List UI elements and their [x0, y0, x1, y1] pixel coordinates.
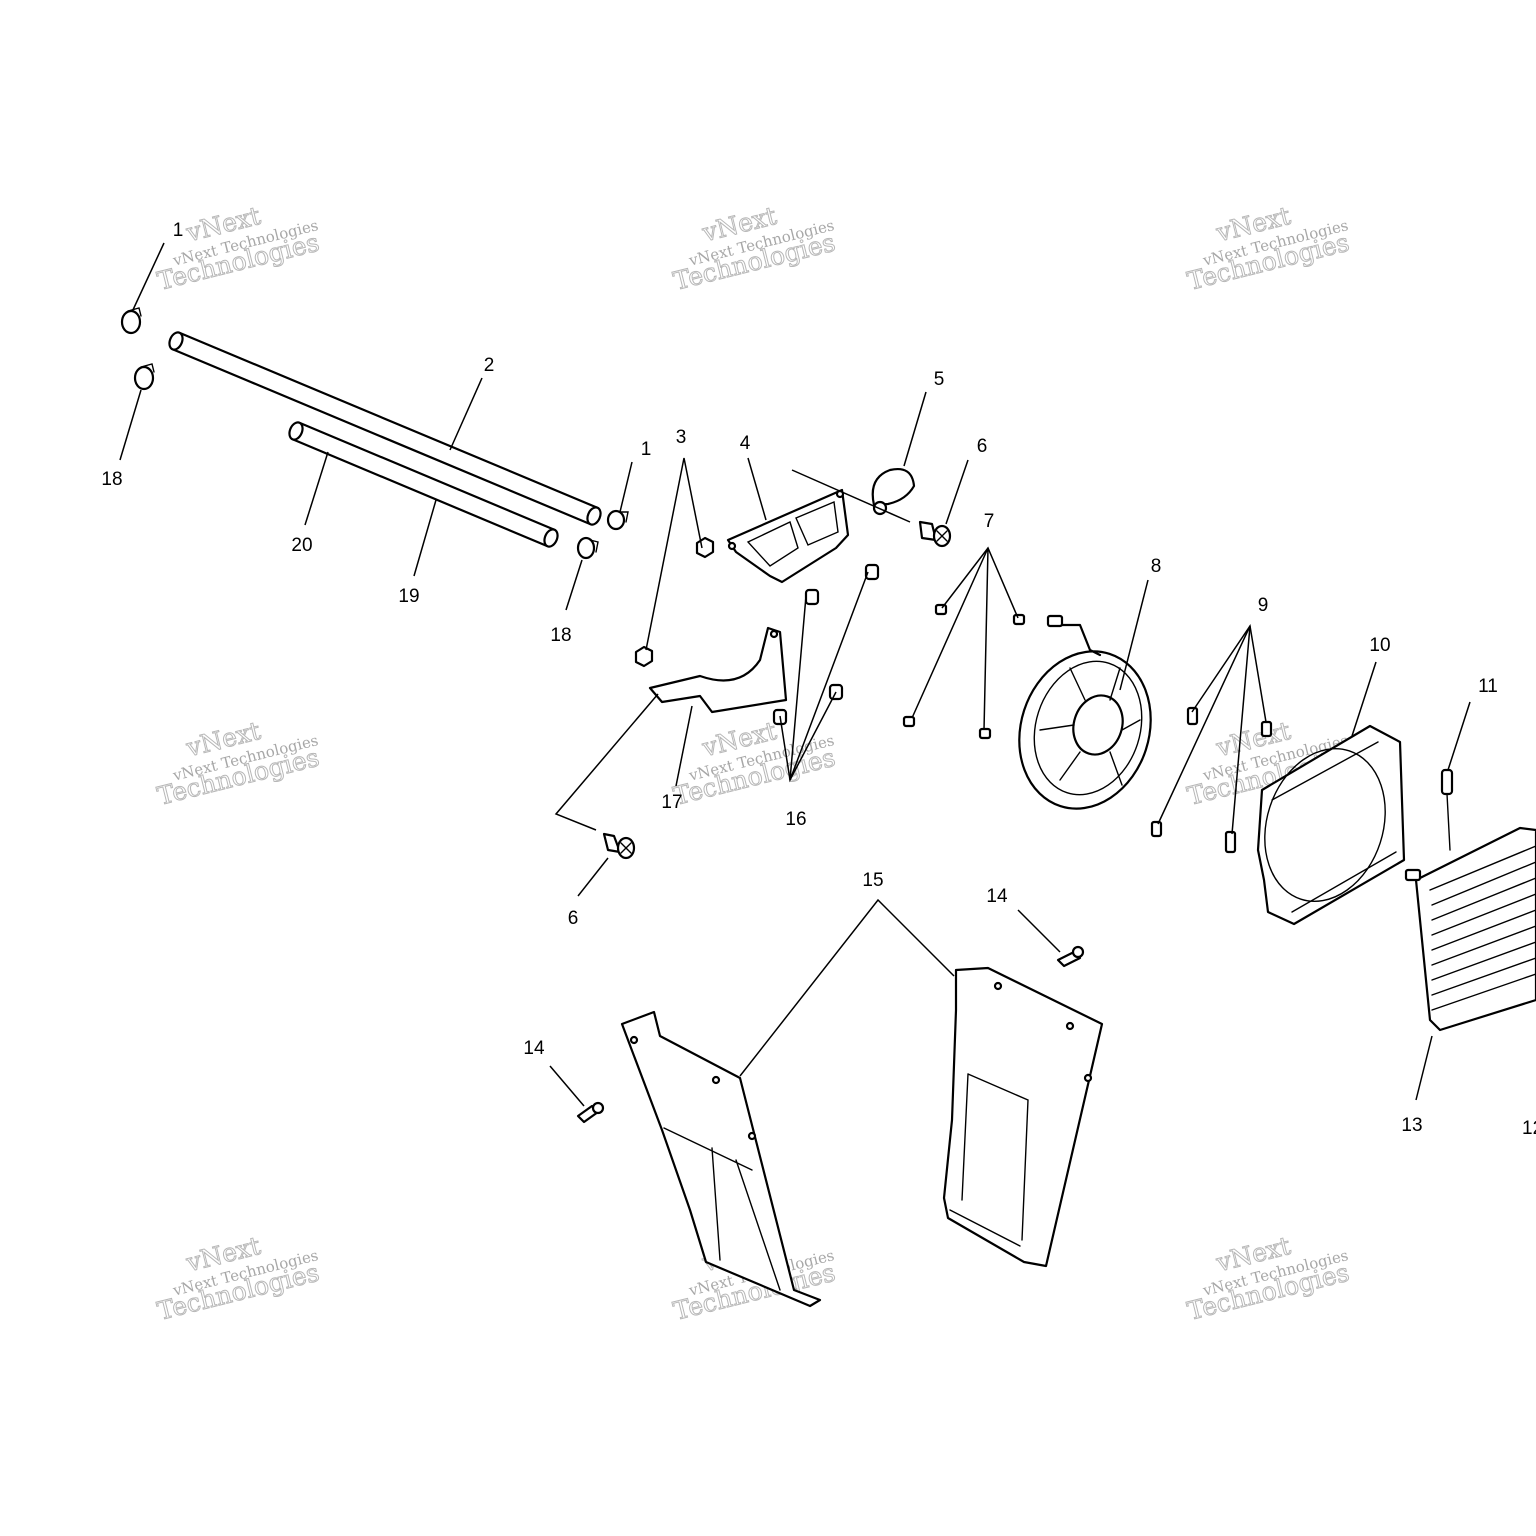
watermark-mid-left: vNext vNext Technologies Technologies: [154, 716, 323, 812]
callout-10: 10: [1369, 635, 1390, 656]
hose-lower: [288, 421, 559, 548]
hose-upper: [168, 331, 602, 526]
watermark-mid-center: vNext vNext Technologies Technologies: [670, 716, 839, 812]
clip-9a: [1186, 706, 1199, 726]
watermark-bottom-right: vNext vNext Technologies Technologies: [1184, 1231, 1353, 1327]
callout-18-right: 18: [550, 625, 571, 646]
callout-4: 4: [740, 433, 751, 454]
clip-7b: [1012, 613, 1026, 626]
screw-14-lower: [576, 1101, 605, 1124]
callout-11: 11: [1478, 676, 1498, 697]
watermark-top-right: vNext vNext Technologies Technologies: [1184, 201, 1353, 297]
callout-6-lower: 6: [568, 908, 579, 929]
callout-14-lower: 14: [523, 1038, 545, 1059]
nut-upper: [695, 536, 715, 559]
callout-8: 8: [1151, 556, 1162, 577]
screw-lower: [602, 832, 636, 860]
fan-shroud: [1256, 724, 1406, 926]
rubber-mount-2: [864, 563, 880, 581]
bracket-upper: [726, 488, 850, 584]
callout-13: 13: [1401, 1115, 1422, 1136]
clip-7a: [934, 603, 948, 616]
callout-18-left: 18: [101, 469, 122, 490]
callout-12: 12: [1522, 1118, 1536, 1139]
callout-17: 17: [661, 792, 682, 813]
callout-9: 9: [1258, 595, 1269, 616]
callout-1-right: 1: [641, 439, 652, 460]
callout-1-top-left: 1: [173, 220, 184, 241]
screw-14-upper: [1056, 945, 1085, 968]
cooling-fan: [1018, 614, 1152, 810]
cable-clamp: [871, 468, 916, 516]
callout-15: 15: [862, 870, 883, 891]
nut-lower: [634, 645, 654, 668]
callout-3: 3: [676, 427, 687, 448]
hose-clamp-top-left: [120, 307, 142, 335]
watermark-bottom-left: vNext vNext Technologies Technologies: [154, 1231, 323, 1327]
hose-clamp-right-upper: [606, 509, 629, 531]
oil-cooler-radiator: [1404, 826, 1536, 1032]
bracket-lower: [648, 626, 788, 714]
clip-9d: [1224, 830, 1237, 854]
rubber-mount-1: [804, 588, 820, 606]
clip-7d: [978, 727, 992, 740]
callout-6-upper: 6: [977, 436, 988, 457]
clip-9b: [1260, 720, 1273, 738]
callout-5: 5: [934, 369, 945, 390]
watermark-top-left: vNext vNext Technologies Technologies: [154, 201, 323, 297]
air-duct-left: [620, 1010, 822, 1308]
callout-19: 19: [398, 586, 419, 607]
callout-14-upper: 14: [986, 886, 1008, 907]
callout-16: 16: [785, 809, 806, 830]
hose-clamp-left: [133, 363, 155, 391]
screw-upper: [918, 520, 952, 548]
callout-20: 20: [291, 535, 312, 556]
leader-lines: [119, 242, 1471, 1107]
watermark-top-center: vNext vNext Technologies Technologies: [670, 201, 839, 297]
clip-9c: [1150, 820, 1163, 838]
callout-2: 2: [484, 355, 495, 376]
callout-7: 7: [984, 511, 995, 532]
air-duct-right: [942, 966, 1104, 1268]
hose-clamp-right-lower: [576, 536, 599, 560]
temperature-sensor: [1440, 768, 1454, 851]
clip-7c: [902, 715, 916, 728]
